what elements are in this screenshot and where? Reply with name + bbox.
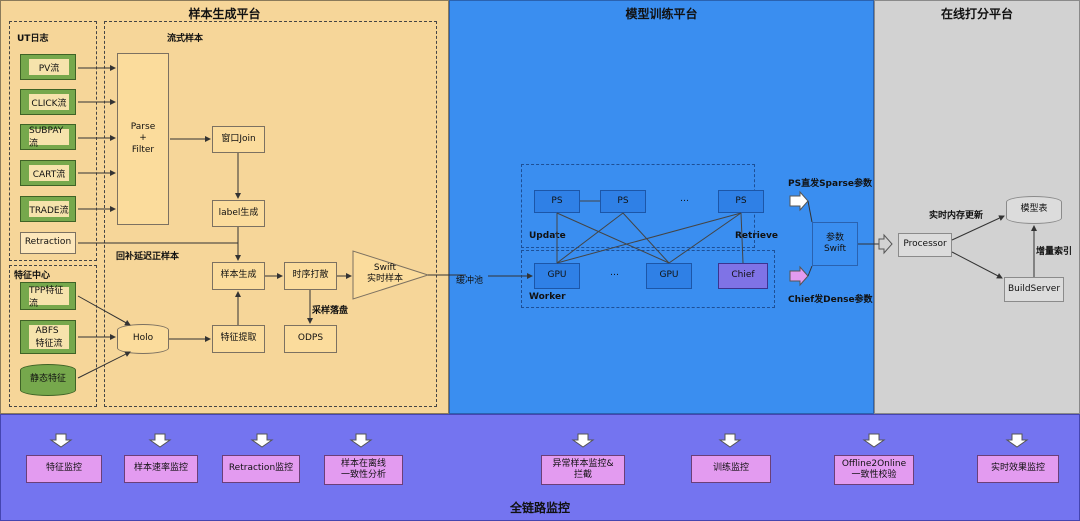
- tpp-feature-stream: TPP特征流: [20, 282, 76, 310]
- backfill-label: 回补延迟正样本: [116, 252, 180, 262]
- holo-label: Holo: [132, 333, 154, 344]
- monitor-arrows: [49, 433, 1029, 448]
- monitor-sample-rate: 样本速率监控: [124, 455, 198, 483]
- chief-dense-arrow: [789, 265, 809, 287]
- odps-box: ODPS: [284, 325, 337, 353]
- ps-node-1: PS: [534, 190, 580, 213]
- sample-platform-title: 样本生成平台: [188, 7, 261, 21]
- monitor-arrow-4: [349, 433, 373, 448]
- sample-gen-box: 样本生成: [212, 262, 265, 290]
- update-label: Update: [529, 231, 566, 241]
- processor-box: Processor: [898, 233, 952, 257]
- cart-stream: CART流: [20, 160, 76, 186]
- tpp-feature-label: TPP特征流: [29, 286, 69, 309]
- param-swift-links: [807, 200, 813, 277]
- subpay-stream-label: SUBPAY流: [29, 126, 69, 149]
- parse-filter-box: Parse + Filter: [117, 53, 169, 225]
- chief-dense-label: Chief发Dense参数: [788, 295, 873, 305]
- ps-node-2: PS: [600, 190, 646, 213]
- monitor-arrow-6: [718, 433, 742, 448]
- stream-sample-group: [104, 21, 437, 407]
- monitor-abnormal-sample: 异常样本监控& 拦截: [541, 455, 625, 485]
- swift-label: Swift 实时样本: [366, 262, 403, 284]
- retrieve-label: Retrieve: [735, 231, 778, 241]
- arrow-static-holo: [77, 351, 131, 379]
- abfs-feature-stream: ABFS 特征流: [20, 320, 76, 354]
- sparse-to-swift: [807, 200, 813, 223]
- mesh-line-5: [668, 212, 742, 264]
- mesh-line-8: [740, 212, 744, 264]
- click-stream: CLICK流: [20, 89, 76, 115]
- training-platform-title: 模型训练平台: [625, 7, 698, 21]
- ps-sparse-label: PS直发Sparse参数: [788, 179, 872, 189]
- monitor-title: 全链路监控: [509, 501, 570, 515]
- monitor-arrow-1: [49, 433, 73, 448]
- chief-node: Chief: [718, 263, 768, 289]
- feature-extract-box: 特征提取: [212, 325, 265, 353]
- worker-label: Worker: [529, 292, 566, 302]
- monitor-consistency: 样本在离线 一致性分析: [324, 455, 403, 485]
- pv-stream: PV流: [20, 54, 76, 80]
- model-table-db: 模型表: [1006, 196, 1062, 224]
- build-server-box: BuildServer: [1004, 277, 1064, 302]
- arrow-lines: [77, 65, 1037, 379]
- feature-center-group: [9, 265, 97, 407]
- scoring-platform-title: 在线打分平台: [940, 7, 1013, 21]
- label-gen-box: label生成: [212, 200, 265, 227]
- buffer-pool-label: 缓冲池: [456, 276, 484, 286]
- static-feature-label: 静态特征: [29, 374, 66, 385]
- model-table-label: 模型表: [1020, 204, 1048, 215]
- monitor-realtime-effect: 实时效果监控: [977, 455, 1059, 483]
- mesh-line-4: [622, 212, 670, 264]
- click-stream-label: CLICK流: [29, 94, 69, 110]
- stream-sample-title: 流式样本: [167, 34, 204, 44]
- pv-stream-label: PV流: [29, 59, 69, 75]
- gpu-node-1: GPU: [534, 263, 580, 289]
- worker-cluster-group: [521, 250, 775, 308]
- retraction-box: Retraction: [20, 232, 76, 254]
- drop-label: 采样落盘: [312, 306, 349, 316]
- holo-db: Holo: [117, 324, 169, 354]
- monitor-feature: 特征监控: [26, 455, 102, 483]
- static-feature-db: 静态特征: [20, 364, 76, 396]
- abfs-feature-label: ABFS 特征流: [29, 325, 69, 349]
- ps-ellipsis: …: [680, 194, 689, 204]
- param-swift-box: 参数 Swift: [812, 222, 858, 266]
- monitor-arrow-8: [1005, 433, 1029, 448]
- monitor-training: 训练监控: [691, 455, 771, 483]
- swift-processor-arrow: [878, 233, 893, 255]
- gpu-node-2: GPU: [646, 263, 692, 289]
- ut-log-title: UT日志: [17, 34, 49, 44]
- ps-sparse-arrow: [789, 190, 809, 212]
- mesh-line-1: [556, 212, 670, 264]
- monitor-arrow-2: [148, 433, 172, 448]
- swift-triangle-shape: [352, 250, 430, 300]
- incr-index-label: 增量索引: [1036, 247, 1073, 257]
- monitor-retraction: Retraction监控: [222, 455, 300, 483]
- cart-stream-label: CART流: [29, 165, 69, 181]
- feature-center-title: 特征中心: [14, 271, 51, 281]
- window-join-box: 窗口Join: [212, 126, 265, 153]
- ps-node-3: PS: [718, 190, 764, 213]
- swift-triangle: [352, 250, 430, 300]
- arrow-processor-model: [951, 215, 1005, 241]
- gpu-ellipsis: …: [610, 268, 619, 278]
- monitor-arrow-7: [862, 433, 886, 448]
- arrow-tpp-holo: [77, 295, 131, 326]
- block-arrows: [789, 190, 893, 287]
- arrow-processor-build: [951, 251, 1003, 279]
- monitor-offline2online: Offline2Online 一致性校验: [834, 455, 914, 485]
- trade-stream: TRADE流: [20, 196, 76, 222]
- mem-update-label: 实时内存更新: [929, 211, 984, 221]
- subpay-stream: SUBPAY流: [20, 124, 76, 150]
- ut-log-group: [9, 21, 97, 261]
- dense-to-swift: [807, 265, 813, 277]
- mesh-line-3: [556, 212, 742, 264]
- trade-stream-label: TRADE流: [29, 201, 69, 217]
- monitor-arrow-5: [571, 433, 595, 448]
- monitor-arrow-3: [250, 433, 274, 448]
- mesh-line-2: [556, 212, 624, 264]
- shuffle-box: 时序打散: [284, 262, 337, 290]
